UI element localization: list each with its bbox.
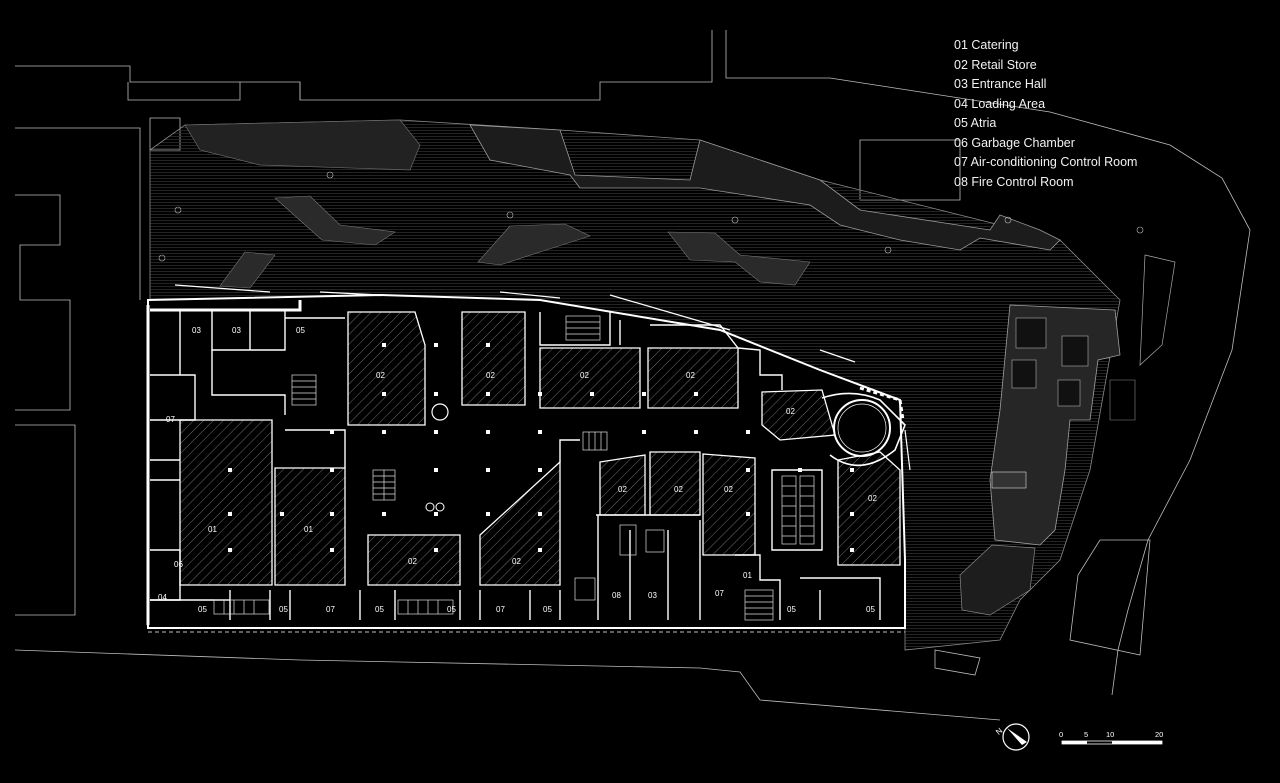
facade-fins — [174, 284, 911, 471]
room-label: 07 — [715, 589, 724, 598]
scale-tick: 5 — [1084, 730, 1088, 739]
room-label: 03 — [192, 326, 201, 335]
north-arrow: N — [994, 723, 1030, 751]
stairs — [213, 315, 815, 621]
room-label: 01 — [208, 525, 217, 534]
room-label: 05 — [447, 605, 456, 614]
room-label: 02 — [686, 371, 695, 380]
room-label: 02 — [786, 407, 795, 416]
room-label: 05 — [198, 605, 207, 614]
north-arrow-icon — [1007, 728, 1027, 745]
room-label: 02 — [618, 485, 627, 494]
legend-item: 02 Retail Store — [954, 57, 1037, 72]
rotunda — [821, 386, 906, 467]
room-label: 05 — [375, 605, 384, 614]
plaza-deck — [149, 119, 1176, 651]
room-label: 03 — [232, 326, 241, 335]
room-label: 05 — [296, 326, 305, 335]
room-label: 01 — [304, 525, 313, 534]
room-label: 01 — [743, 571, 752, 580]
legend-item: 04 Loading Area — [954, 96, 1046, 111]
room-label: 06 — [174, 560, 183, 569]
room-label: 02 — [376, 371, 385, 380]
room-label: 02 — [486, 371, 495, 380]
room-label: 07 — [496, 605, 505, 614]
columns — [228, 343, 854, 552]
room-label: 04 — [158, 593, 167, 602]
room-label: 05 — [279, 605, 288, 614]
legend-item: 01 Catering — [954, 38, 1019, 52]
scale-bar: 0 5 10 20 — [1059, 730, 1163, 745]
room-label: 05 — [866, 605, 875, 614]
room-label: 05 — [787, 605, 796, 614]
legend-item: 06 Garbage Chamber — [954, 135, 1075, 150]
room-label: 03 — [648, 591, 657, 600]
legend-item: 08 Fire Control Room — [954, 174, 1074, 189]
room-label: 08 — [612, 591, 621, 600]
north-label: N — [994, 726, 1004, 737]
legend-item: 05 Atria — [954, 116, 997, 130]
site-context — [14, 30, 1251, 721]
scale-tick: 0 — [1059, 730, 1063, 739]
room-label: 02 — [512, 557, 521, 566]
room-label: 02 — [868, 494, 877, 503]
compass-circle — [1002, 723, 1030, 751]
room-label: 05 — [543, 605, 552, 614]
room-label: 07 — [166, 415, 175, 424]
room-label: 02 — [674, 485, 683, 494]
room-label: 02 — [408, 557, 417, 566]
legend: 01 Catering 02 Retail Store 03 Entrance … — [954, 36, 1137, 192]
interior-walls — [150, 310, 881, 620]
room-label: 02 — [724, 485, 733, 494]
room-labels: 03 03 05 02 02 02 02 02 07 01 01 02 02 0… — [158, 326, 877, 614]
scale-tick: 10 — [1106, 730, 1114, 739]
legend-item: 03 Entrance Hall — [954, 77, 1047, 91]
legend-item: 07 Air-conditioning Control Room — [954, 155, 1138, 169]
scale-tick: 20 — [1155, 730, 1163, 739]
room-label: 07 — [326, 605, 335, 614]
hatched-rooms — [179, 311, 901, 586]
room-label: 02 — [580, 371, 589, 380]
